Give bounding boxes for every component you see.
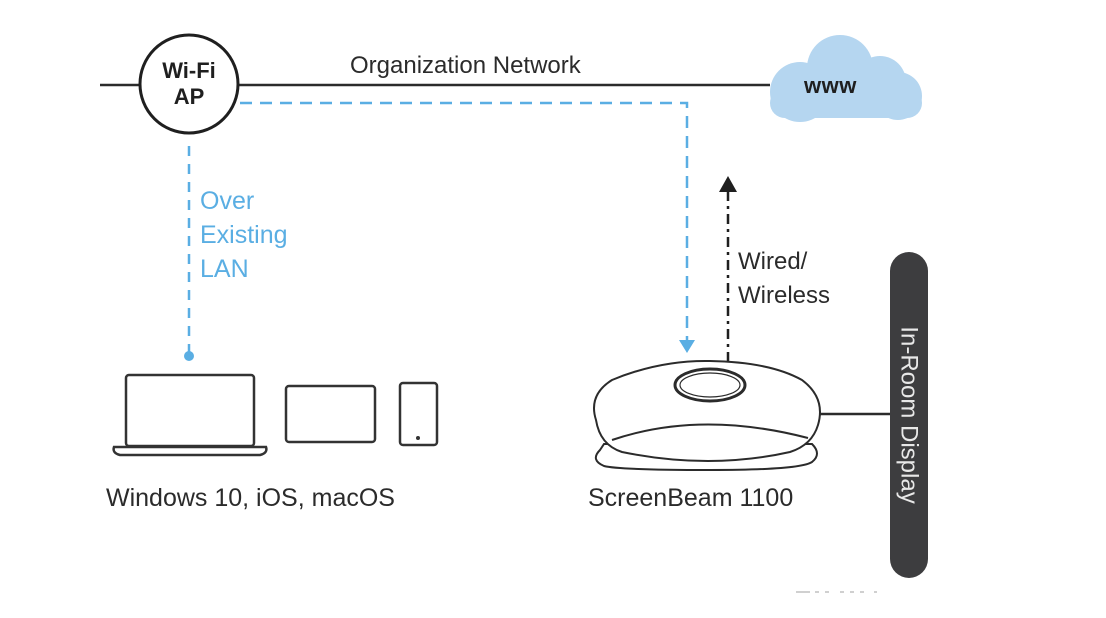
tablet-icon	[284, 384, 377, 444]
arrow-down-icon	[679, 340, 695, 353]
laptop-icon	[112, 373, 268, 457]
wifi-ap-label-line1: Wi-Fi	[162, 58, 216, 83]
lan-label-line: Over	[200, 187, 255, 215]
display-label-container: In-Room Display	[890, 252, 928, 578]
display-bar-icon	[890, 252, 928, 578]
uplink-label-line: Wireless	[738, 282, 831, 309]
cloud-icon	[770, 35, 922, 122]
clients-label: Windows 10, iOS, macOS	[106, 484, 395, 512]
organization-network-label: Organization Network	[350, 52, 581, 79]
watermark-dots	[796, 591, 877, 593]
screenbeam-label: ScreenBeam 1100	[588, 484, 794, 512]
lan-label: Over Existing LAN	[200, 184, 288, 286]
lan-label-line: Existing	[200, 221, 288, 249]
wifi-ap-label-line2: AP	[173, 84, 205, 109]
wifi-ap-label: Wi-Fi AP	[139, 58, 239, 110]
display-label: In-Room Display	[896, 326, 924, 504]
arrow-up-icon	[719, 176, 737, 192]
uplink-label: Wired/ Wireless	[738, 245, 830, 313]
lan-endpoint-dot	[184, 351, 194, 361]
phone-icon	[398, 381, 439, 447]
internet-label: www	[804, 73, 857, 98]
screenbeam-device-icon	[593, 359, 821, 472]
wifi-ap-circle-icon	[138, 33, 240, 135]
lan-label-line: LAN	[200, 255, 249, 283]
uplink-label-line: Wired/	[738, 248, 808, 275]
lan-path-to-screenbeam	[240, 101, 689, 340]
